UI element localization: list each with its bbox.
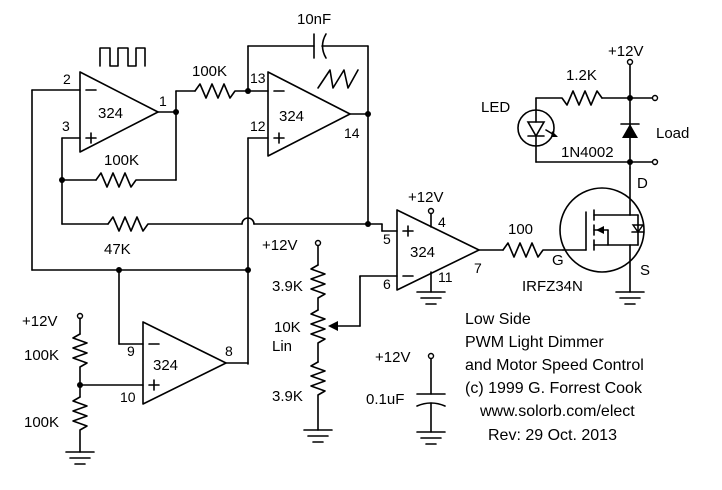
note-line-3: and Motor Speed Control: [465, 357, 644, 374]
vcc-terminal-u4: [427, 207, 435, 215]
ground-icon: [615, 291, 645, 305]
resistor-pot-bottom-label: 3.9K: [272, 388, 303, 405]
vcc-label-divider: +12V: [22, 313, 57, 330]
opamp-u1: 324 2 3 1: [62, 71, 167, 153]
opamp-u2: 324 13 12 14: [250, 70, 360, 157]
u4-pin-out: 7: [474, 260, 482, 276]
capacitor-integrator-label: 10nF: [297, 11, 331, 28]
potentiometer: [310, 309, 326, 363]
resistor-led: [535, 90, 603, 106]
u3-part-label: 324: [153, 357, 178, 374]
load-label: Load: [656, 125, 689, 142]
u2-pin-neg: 13: [250, 70, 266, 86]
u4-pin-gnd: 11: [438, 269, 453, 285]
u4-pin-pos: 5: [383, 231, 391, 247]
resistor-div-top: [72, 333, 88, 386]
opamp-u3: 324 9 10 8: [120, 321, 233, 405]
resistor-integrator-label: 100K: [192, 63, 227, 80]
u4-part-label: 324: [410, 244, 435, 261]
vcc-label-u4: +12V: [408, 189, 443, 206]
load-terminal-top: [651, 94, 659, 102]
vcc-terminal-load: [626, 58, 634, 66]
u4-pin-vcc: 4: [438, 214, 446, 230]
mosfet: [559, 167, 645, 293]
triangle-wave-icon: [317, 69, 359, 89]
vcc-terminal-pot: [314, 239, 322, 247]
vcc-label-bypass: +12V: [375, 349, 410, 366]
bypass-cap-label: 0.1uF: [366, 391, 404, 408]
u3-pin-out: 8: [225, 343, 233, 359]
resistor-integrator: [194, 83, 249, 99]
led: [517, 109, 558, 163]
resistor-hysteresis: [107, 216, 243, 232]
vcc-label-load: +12V: [608, 43, 643, 60]
resistor-pot-top: [310, 264, 326, 311]
potentiometer-value: 10K: [274, 319, 301, 336]
note-line-5: www.solorb.com/elect: [479, 403, 635, 420]
u1-part-label: 324: [98, 105, 123, 122]
diode-1n4002: [622, 124, 638, 138]
note-line-6: Rev: 29 Oct. 2013: [488, 427, 617, 444]
note-line-4: (c) 1999 G. Forrest Cook: [465, 380, 643, 397]
resistor-gate-label: 100: [508, 221, 533, 238]
title-block: Low Side PWM Light Dimmer and Motor Spee…: [465, 311, 644, 444]
u2-pin-pos: 12: [250, 118, 266, 134]
ground-icon: [303, 429, 333, 443]
mosfet-source-label: S: [640, 262, 650, 279]
potentiometer-type: Lin: [272, 338, 292, 355]
mosfet-gate-label: G: [552, 252, 564, 269]
led-label: LED: [481, 99, 510, 116]
u3-pin-pos: 10: [120, 389, 136, 405]
u1-pin-out: 1: [159, 93, 167, 109]
resistor-led-label: 1.2K: [566, 67, 597, 84]
opamp-u4: 324 5 6 7 4 11: [383, 209, 482, 292]
pot-wiper-arrow: [328, 321, 338, 331]
resistor-pot-bottom: [310, 361, 326, 431]
u2-pin-out: 14: [344, 125, 360, 141]
diode-label: 1N4002: [561, 144, 614, 161]
vcc-terminal-bypass: [427, 352, 435, 360]
u4-pin-neg: 6: [383, 276, 391, 292]
resistor-hysteresis-label: 47K: [104, 241, 131, 258]
square-wave-icon: [99, 47, 146, 67]
u3-pin-neg: 9: [127, 343, 135, 359]
junction-u1-out: [173, 109, 179, 115]
u2-part-label: 324: [279, 108, 304, 125]
resistor-pot-top-label: 3.9K: [272, 278, 303, 295]
u1-pin-neg: 2: [63, 71, 71, 87]
resistor-div-bottom-label: 100K: [24, 414, 59, 431]
ground-icon: [65, 451, 95, 465]
resistor-gate: [502, 242, 564, 258]
junction-bias-a: [245, 267, 251, 273]
vcc-label-pot: +12V: [262, 237, 297, 254]
resistor-div-bottom: [72, 396, 88, 453]
junction-feedback: [59, 177, 65, 183]
note-line-1: Low Side: [465, 311, 531, 328]
mosfet-drain-label: D: [637, 175, 648, 192]
resistor-div-top-label: 100K: [24, 347, 59, 364]
resistor-feedback-label: 100K: [104, 152, 139, 169]
mosfet-part-label: IRFZ34N: [522, 278, 583, 295]
ground-icon: [416, 431, 446, 445]
load-terminal-bottom: [651, 158, 659, 166]
note-line-2: PWM Light Dimmer: [465, 334, 604, 351]
junction-u2-out-top: [365, 111, 371, 117]
resistor-feedback: [95, 172, 177, 188]
ground-icon: [416, 291, 446, 305]
u1-pin-pos: 3: [62, 118, 70, 134]
